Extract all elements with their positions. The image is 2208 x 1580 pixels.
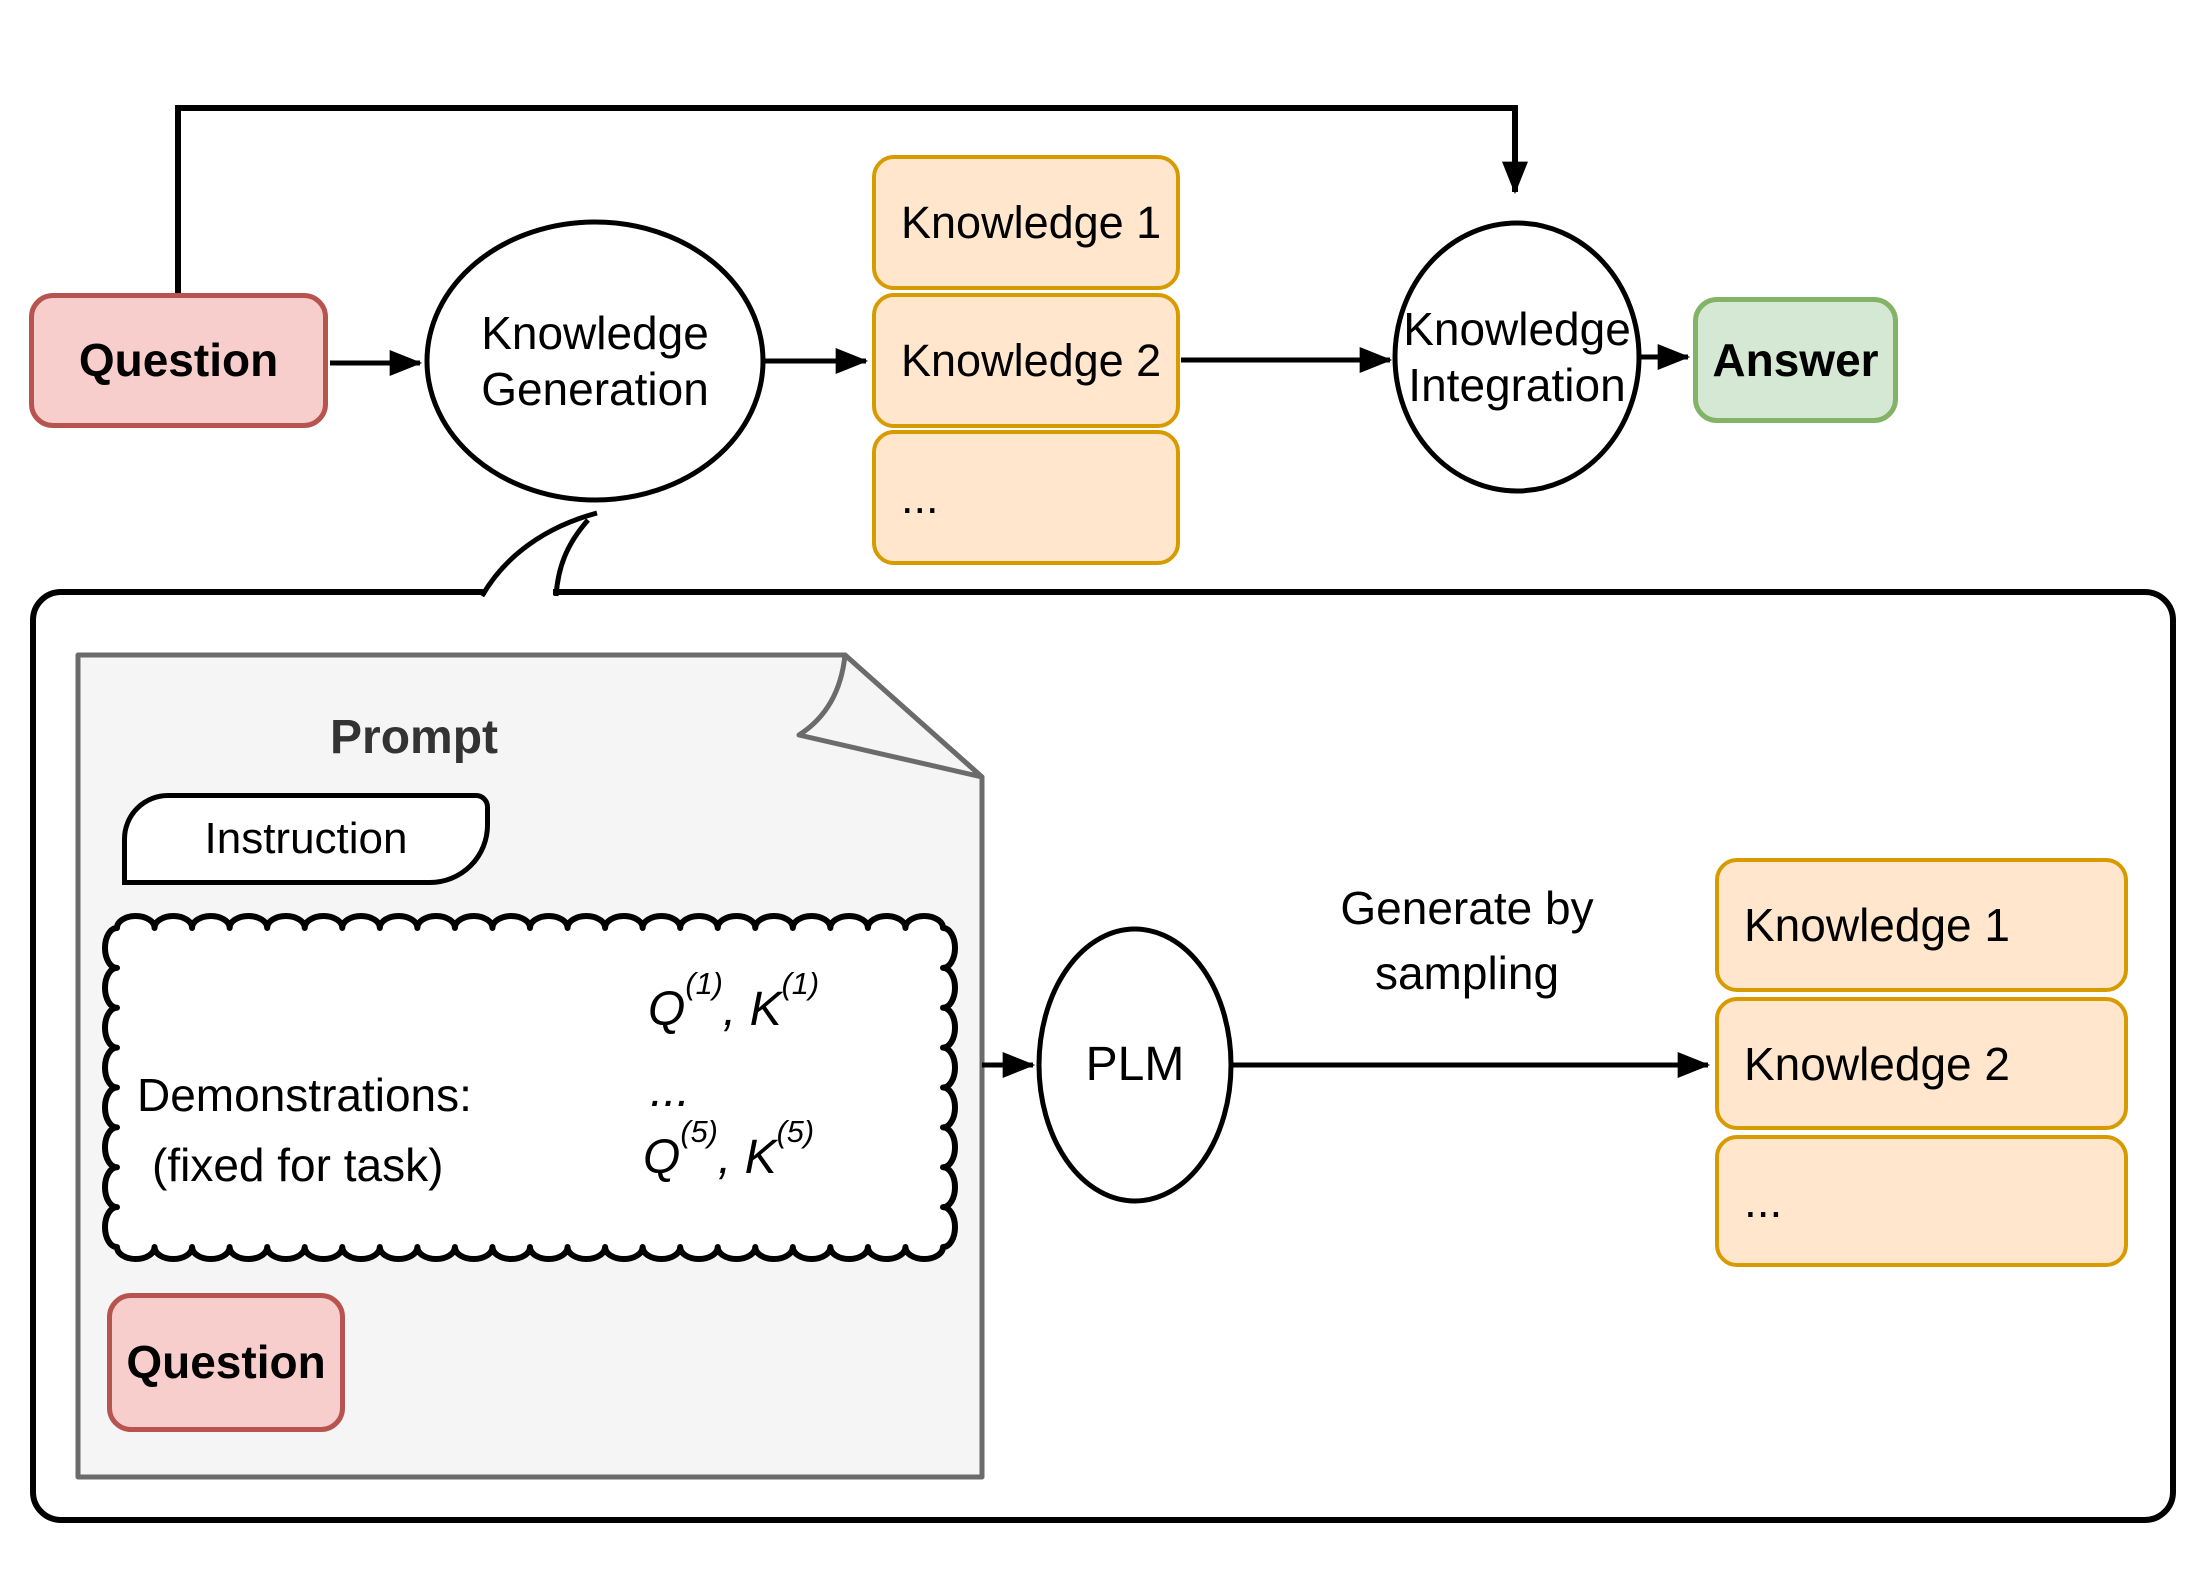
knowledge-item-top-ellipsis: ... [872, 430, 1180, 565]
knowledge-generation-ellipse [424, 219, 766, 503]
knowledge-generation-label: Knowledge Generation [481, 306, 709, 415]
demo-pair-5-q: Q [643, 1131, 681, 1184]
demo-pair-1-q: Q [648, 983, 686, 1036]
plm-label: PLM [1085, 1037, 1185, 1091]
demo-pair-5-k: , K [717, 1131, 777, 1184]
demonstrations-scalloped-box [102, 913, 958, 1262]
funnel-border-gap [486, 586, 553, 600]
answer-node-label: Answer [1712, 333, 1879, 386]
demo-pair-1-k: , K [722, 983, 782, 1036]
question-node-top: Question [29, 293, 328, 428]
knowledge-item-bottom-2: Knowledge 2 [1715, 997, 2128, 1130]
demo-pair-5: Q(5), K(5) [643, 1114, 814, 1185]
knowledge-item-bottom-2-label: Knowledge 2 [1744, 1037, 2010, 1090]
demo-pair-1-k-sup: (1) [781, 966, 820, 1002]
prompt-title: Prompt [330, 711, 498, 764]
knowledge-integration-ellipse [1392, 220, 1642, 494]
knowledge-item-top-ellipsis-label: ... [901, 471, 939, 523]
answer-node: Answer [1693, 297, 1898, 423]
knowledge-item-top-2-label: Knowledge 2 [901, 334, 1162, 386]
knowledge-integration-label: Knowledge Integration [1403, 302, 1631, 411]
knowledge-item-top-1: Knowledge 1 [872, 155, 1180, 290]
instruction-tag: Instruction [122, 793, 490, 885]
knowledge-item-top-2: Knowledge 2 [872, 293, 1180, 428]
skip-connection-arrow [175, 105, 1528, 293]
knowledge-item-bottom-ellipsis-label: ... [1744, 1175, 1783, 1227]
demo-pair-5-k-sup: (5) [776, 1114, 815, 1150]
plm-ellipse [1036, 926, 1234, 1204]
question-node-top-label: Question [78, 334, 279, 387]
demonstrations-label: Demonstrations: [137, 1069, 472, 1121]
prompt-document-fold-icon [796, 652, 985, 780]
demo-pair-1: Q(1), K(1) [648, 966, 819, 1037]
knowledge-item-bottom-1: Knowledge 1 [1715, 858, 2128, 992]
demonstrations-note: (fixed for task) [152, 1139, 444, 1191]
funnel-right-curve [553, 518, 590, 597]
demo-ellipsis: ... [650, 1064, 691, 1117]
knowledge-item-bottom-1-label: Knowledge 1 [1744, 899, 2010, 951]
demo-pair-5-q-sup: (5) [680, 1114, 718, 1150]
funnel-left-curve [479, 510, 598, 598]
generate-by-sampling-label: Generate by sampling [1340, 882, 1594, 1000]
knowledge-item-bottom-ellipsis: ... [1715, 1135, 2128, 1267]
question-node-prompt-label: Question [126, 1336, 326, 1389]
question-node-prompt: Question [107, 1293, 345, 1432]
instruction-tag-label: Instruction [204, 814, 408, 863]
demo-pair-1-q-sup: (1) [685, 966, 723, 1002]
knowledge-item-top-1-label: Knowledge 1 [901, 196, 1162, 248]
